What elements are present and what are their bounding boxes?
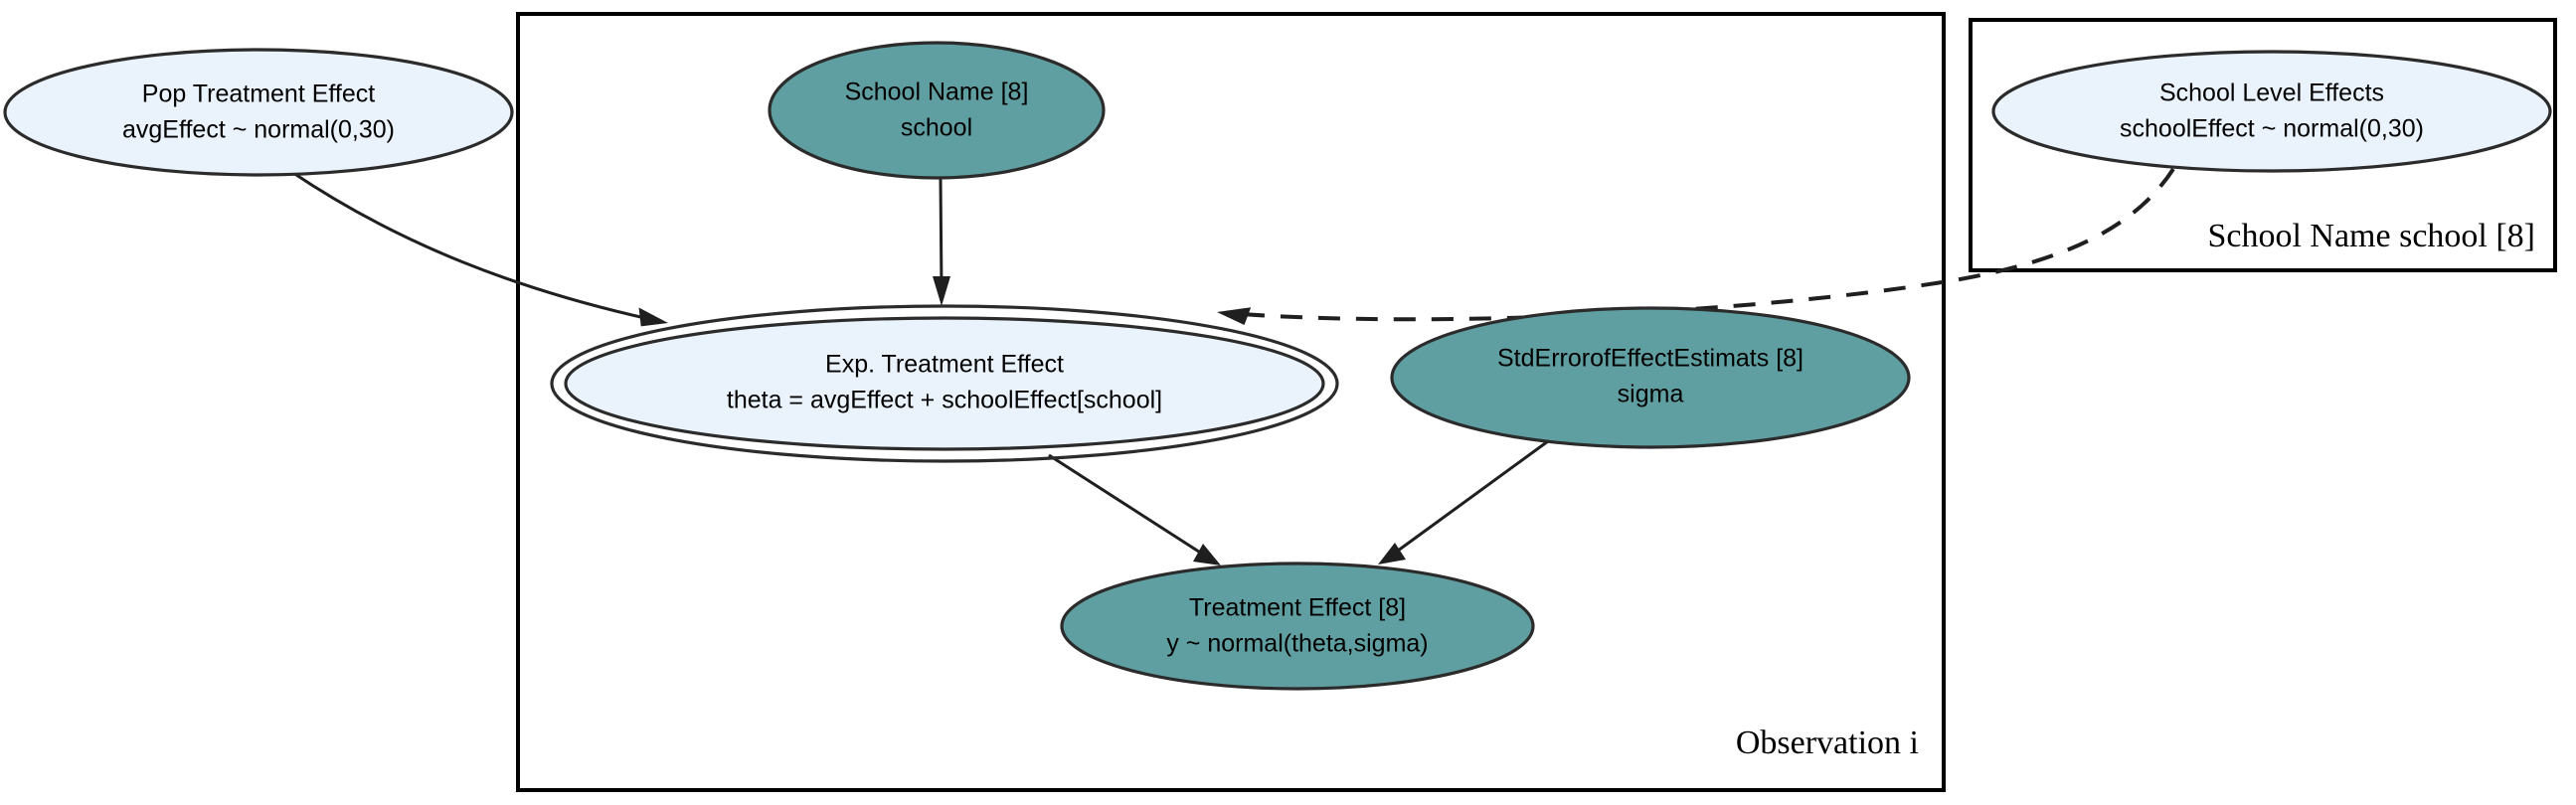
exp-treatment-effect-ellipse xyxy=(564,316,1325,451)
pop-treatment-effect-line2: avgEffect ~ normal(0,30) xyxy=(122,116,395,144)
school-level-effects-node[interactable]: School Level Effects schoolEffect ~ norm… xyxy=(1991,50,2552,173)
std-error-line1: StdErrorofEffectEstimats [8] xyxy=(1497,345,1803,373)
edge-group xyxy=(289,167,2175,565)
exp-treatment-effect-node[interactable]: Exp. Treatment Effect theta = avgEffect … xyxy=(550,304,1339,463)
school-level-effects-line1: School Level Effects xyxy=(2159,80,2384,107)
edge-exp-treatment-effect-to-treatment-effect xyxy=(1048,453,1221,565)
school-level-effects-ellipse xyxy=(1991,50,2552,173)
exp-treatment-effect-outer-ellipse xyxy=(550,304,1339,463)
edge-school-name-to-exp-treatment-effect xyxy=(933,178,950,306)
pop-treatment-effect-node[interactable]: Pop Treatment Effect avgEffect ~ normal(… xyxy=(3,48,514,177)
edge-std-error-to-treatment-effect xyxy=(1378,439,1549,564)
std-error-line2: sigma xyxy=(1618,381,1684,408)
edge-school-level-effects-to-exp-treatment-effect xyxy=(1217,167,2175,325)
treatment-effect-line2: y ~ normal(theta,sigma) xyxy=(1166,630,1428,658)
treatment-effect-ellipse xyxy=(1060,562,1535,691)
std-error-ellipse xyxy=(1390,306,1911,449)
pop-treatment-effect-ellipse xyxy=(3,48,514,177)
plate-group: Observation i School Name school [8] xyxy=(516,12,2557,792)
observation-plate-label: Observation i xyxy=(1736,724,1919,761)
node-group: Pop Treatment Effect avgEffect ~ normal(… xyxy=(3,41,2552,691)
exp-treatment-effect-line2: theta = avgEffect + schoolEffect[school] xyxy=(727,387,1162,414)
treatment-effect-node[interactable]: Treatment Effect [8] y ~ normal(theta,si… xyxy=(1060,562,1535,691)
school-level-effects-line2: schoolEffect ~ normal(0,30) xyxy=(2120,115,2424,143)
pop-treatment-effect-line1: Pop Treatment Effect xyxy=(142,80,375,108)
school-name-node[interactable]: School Name [8] school xyxy=(768,41,1106,180)
school-name-plate-rect xyxy=(1969,18,2557,272)
school-name-line2: school xyxy=(901,114,972,142)
school-name-line1: School Name [8] xyxy=(845,79,1029,106)
std-error-of-effect-estimates-node[interactable]: StdErrorofEffectEstimats [8] sigma xyxy=(1390,306,1911,449)
school-name-plate-label: School Name school [8] xyxy=(2207,218,2535,254)
exp-treatment-effect-line1: Exp. Treatment Effect xyxy=(825,351,1064,379)
treatment-effect-line1: Treatment Effect [8] xyxy=(1189,594,1406,622)
observation-plate-rect xyxy=(516,12,1946,792)
school-name-ellipse xyxy=(768,41,1106,180)
edge-pop-treatment-effect-to-exp-treatment-effect xyxy=(289,169,668,327)
